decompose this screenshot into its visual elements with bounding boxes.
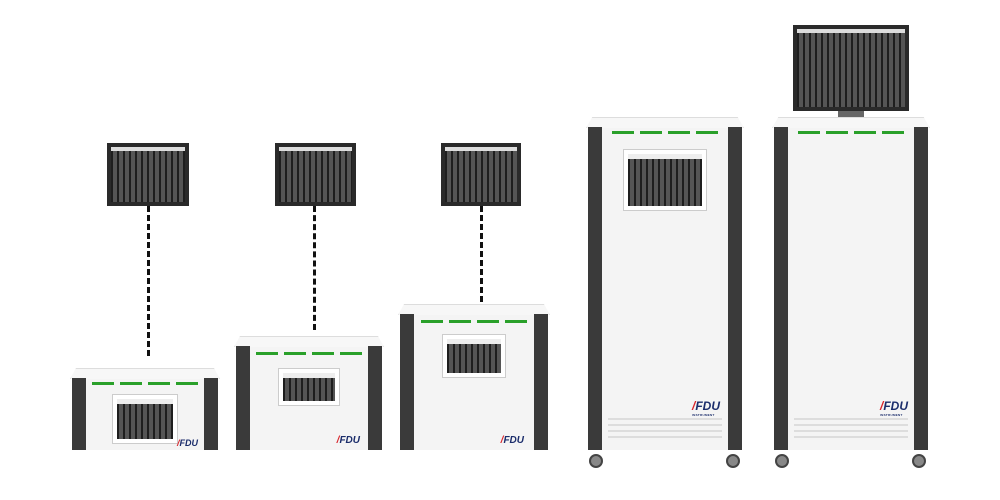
touch-screen bbox=[112, 394, 178, 444]
connection-cable-1 bbox=[147, 206, 150, 356]
caster-wheel bbox=[726, 454, 740, 468]
vent-grille bbox=[794, 416, 908, 442]
benchtop-unit-large: /FDU bbox=[398, 304, 550, 450]
caster-wheel bbox=[775, 454, 789, 468]
touch-screen bbox=[442, 334, 506, 378]
remote-monitor-3 bbox=[441, 143, 521, 206]
connection-cable-2 bbox=[313, 206, 316, 330]
benchtop-unit-small: /FDU bbox=[70, 368, 220, 450]
caster-wheel bbox=[912, 454, 926, 468]
brand-logo: /FDU bbox=[500, 435, 524, 446]
brand-logo: /FDU bbox=[176, 438, 198, 448]
benchtop-unit-medium: /FDU bbox=[234, 336, 384, 450]
top-monitor bbox=[793, 25, 909, 111]
monitor-stand bbox=[838, 111, 864, 119]
touch-screen bbox=[623, 149, 707, 211]
vent-grille bbox=[608, 416, 722, 442]
brand-logo: /FDU bbox=[336, 435, 360, 446]
connection-cable-3 bbox=[480, 206, 483, 302]
remote-monitor-2 bbox=[275, 143, 356, 206]
remote-monitor-1 bbox=[107, 143, 189, 206]
caster-wheel bbox=[589, 454, 603, 468]
touch-screen bbox=[278, 368, 340, 406]
